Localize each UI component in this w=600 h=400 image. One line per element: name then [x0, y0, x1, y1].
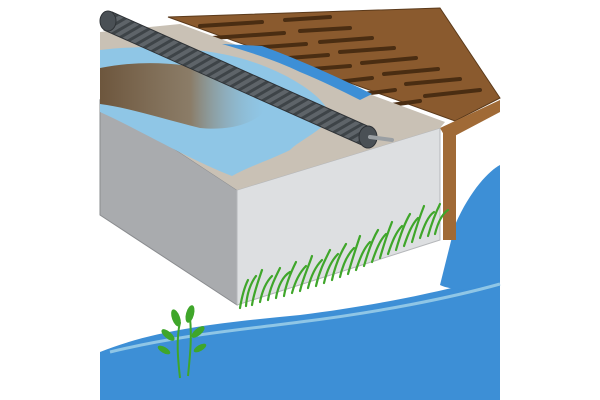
grate-post [443, 130, 456, 240]
roll-axle [368, 135, 394, 142]
lower-water [100, 275, 500, 400]
lower-water-highlight [109, 282, 501, 354]
channel-water [222, 44, 372, 100]
tray-front-wall [236, 127, 441, 306]
plant [157, 305, 207, 379]
outlet-water [440, 165, 500, 290]
grass [238, 202, 450, 310]
filter-roll [99, 10, 394, 149]
